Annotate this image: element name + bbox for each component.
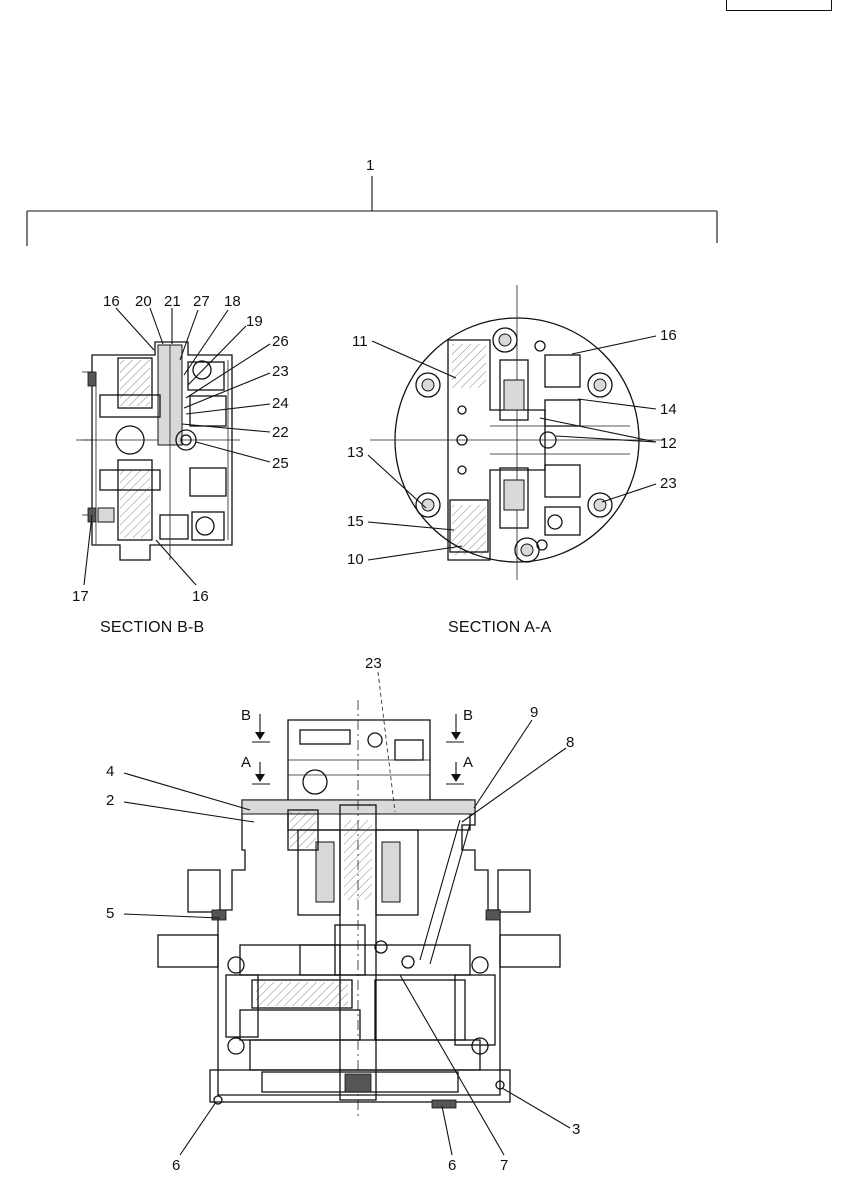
callout-a-15: 15: [347, 513, 364, 530]
callout-m-6a: 6: [172, 1157, 180, 1174]
callout-a-23: 23: [660, 475, 677, 492]
callout-b-25: 25: [272, 455, 289, 472]
callout-m-3: 3: [572, 1121, 580, 1138]
section-a-a-callouts: 11 16 14 12 13 23 15 10: [347, 327, 677, 568]
page-number-box: [726, 0, 832, 11]
section-b-b-label: SECTION B-B: [100, 619, 204, 636]
callout-m-4: 4: [106, 763, 114, 780]
marker-a-right: A: [463, 754, 473, 771]
callout-m-9: 9: [530, 704, 538, 721]
callout-b-18: 18: [224, 293, 241, 310]
marker-a-left: A: [241, 754, 251, 771]
section-a-a-label: SECTION A-A: [448, 619, 552, 636]
callout-b-22: 22: [272, 424, 289, 441]
callout-a-16: 16: [660, 327, 677, 344]
callout-m-8: 8: [566, 734, 574, 751]
marker-b-right: B: [463, 707, 473, 724]
callout-a-10: 10: [347, 551, 364, 568]
callout-b-27: 27: [193, 293, 210, 310]
assembly-number: 1: [366, 157, 374, 174]
section-b-b-callouts: 16 20 21 27 18 19 26 23 24 22 25 17 16: [72, 293, 289, 605]
callout-b-24: 24: [272, 395, 289, 412]
callout-b-17: 17: [72, 588, 89, 605]
section-a-a-drawing: [370, 285, 665, 580]
main-callouts: 23 9 8 4 2 5 3 6 6 7: [106, 655, 580, 1174]
callout-a-14: 14: [660, 401, 677, 418]
callout-b-19: 19: [246, 313, 263, 330]
callout-b-16b: 16: [192, 588, 209, 605]
marker-b-left: B: [241, 707, 251, 724]
callout-m-2: 2: [106, 792, 114, 809]
section-markers: B B A A: [241, 707, 473, 785]
callout-b-23: 23: [272, 363, 289, 380]
section-b-b-drawing: [76, 341, 240, 561]
callout-a-12: 12: [660, 435, 677, 452]
callout-b-16a: 16: [103, 293, 120, 310]
assembly-bracket: 1: [26, 157, 718, 246]
callout-m-5: 5: [106, 905, 114, 922]
callout-m-23: 23: [365, 655, 382, 672]
callout-b-20: 20: [135, 293, 152, 310]
callout-b-21: 21: [164, 293, 181, 310]
callout-b-26: 26: [272, 333, 289, 350]
callout-a-13: 13: [347, 444, 364, 461]
bolt-icon: [415, 327, 613, 563]
callout-m-6b: 6: [448, 1157, 456, 1174]
main-cross-section: [157, 700, 561, 1120]
callout-a-11: 11: [352, 333, 368, 350]
callout-m-7: 7: [500, 1157, 508, 1174]
